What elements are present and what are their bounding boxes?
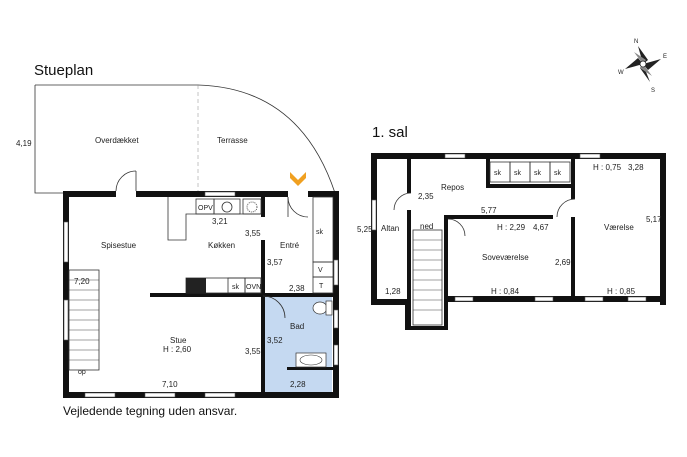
room-vaerelse: Værelse	[604, 223, 634, 232]
dim-3-28: 3,28	[628, 163, 644, 172]
dim-2-69: 2,69	[555, 258, 571, 267]
terrace-outline	[34, 84, 336, 194]
compass-s-label: S	[651, 88, 655, 94]
dim-7-10: 7,10	[162, 380, 178, 389]
first-floor-title: 1. sal	[372, 124, 408, 141]
terrace-door	[115, 170, 137, 197]
stairs-ned-label: ned	[420, 222, 433, 231]
compass-e-label: E	[663, 54, 667, 60]
room-sovevaerelse: Soveværelse	[482, 253, 529, 262]
room-stue-height: H : 2,60	[163, 345, 192, 354]
first-floor-stairs	[412, 229, 443, 326]
room-repos: Repos	[441, 183, 464, 192]
sovevaerelse-low-height: H : 0,84	[491, 287, 520, 296]
compass-n-label: N	[634, 39, 638, 45]
dim-1-28: 1,28	[385, 287, 401, 296]
ground-floor-title: Stueplan	[34, 62, 93, 79]
first-floor-windows	[371, 153, 647, 302]
fixture-v: V	[318, 267, 323, 274]
wardrobe-sk-4: sk	[554, 170, 562, 177]
wardrobe-sk-2: sk	[514, 170, 522, 177]
fixture-sk-kitchen: sk	[232, 284, 240, 291]
entre-closet	[312, 196, 334, 294]
dim-5-17: 5,17	[646, 215, 662, 224]
compass-rose-icon: N S W E	[618, 39, 667, 94]
first-floor-doors	[393, 192, 576, 237]
stairs-op-label: op	[78, 369, 86, 376]
wardrobe-sk-1: sk	[494, 170, 502, 177]
bathroom-fixtures	[262, 295, 333, 368]
dim-5-25: 5,25	[357, 225, 373, 234]
dim-2-38: 2,38	[289, 284, 305, 293]
sovevaerelse-height: H : 2,29	[497, 223, 526, 232]
room-altan: Altan	[381, 224, 399, 233]
kitchen-counter	[185, 277, 262, 294]
disclaimer-text: Vejledende tegning uden ansvar.	[63, 404, 237, 418]
dim-3-55-kitchen: 3,55	[245, 229, 261, 238]
compass-w-label: W	[618, 70, 624, 76]
dim-3-52: 3,52	[267, 336, 283, 345]
entrance-door	[287, 191, 309, 218]
dim-7-20: 7,20	[74, 277, 90, 286]
wardrobe-sk-3: sk	[534, 170, 542, 177]
fixture-ovn: OVN	[246, 284, 261, 291]
dim-3-55-stue: 3,55	[245, 347, 261, 356]
room-terrasse: Terrasse	[217, 136, 248, 145]
ground-stairs	[68, 269, 100, 371]
room-overdaekket: Overdækket	[95, 136, 139, 145]
dim-2-35: 2,35	[418, 192, 434, 201]
room-spisestue: Spisestue	[101, 241, 137, 250]
dim-3-57: 3,57	[267, 258, 283, 267]
ground-interior-walls	[150, 197, 337, 395]
dim-3-21: 3,21	[212, 217, 228, 226]
wardrobes	[489, 161, 571, 183]
room-kokken: Køkken	[208, 241, 235, 250]
kitchen-island	[167, 197, 262, 241]
first-floor-walls	[371, 153, 666, 330]
dim-2-28: 2,28	[290, 380, 306, 389]
room-stue: Stue	[170, 336, 187, 345]
fixture-sk-entre: sk	[316, 229, 324, 236]
vaerelse-low-height: H : 0,75	[593, 163, 622, 172]
room-bad: Bad	[290, 322, 304, 331]
dim-4-67: 4,67	[533, 223, 549, 232]
vaerelse-bottom-height: H : 0,85	[607, 287, 636, 296]
ground-windows	[63, 191, 339, 398]
dim-5-77: 5,77	[481, 206, 497, 215]
fixture-opv: OPV	[198, 205, 213, 212]
dim-4-19: 4,19	[16, 139, 32, 148]
entrance-arrow-icon	[290, 172, 306, 186]
room-entre: Entré	[280, 241, 300, 250]
fixture-t: T	[319, 283, 324, 290]
